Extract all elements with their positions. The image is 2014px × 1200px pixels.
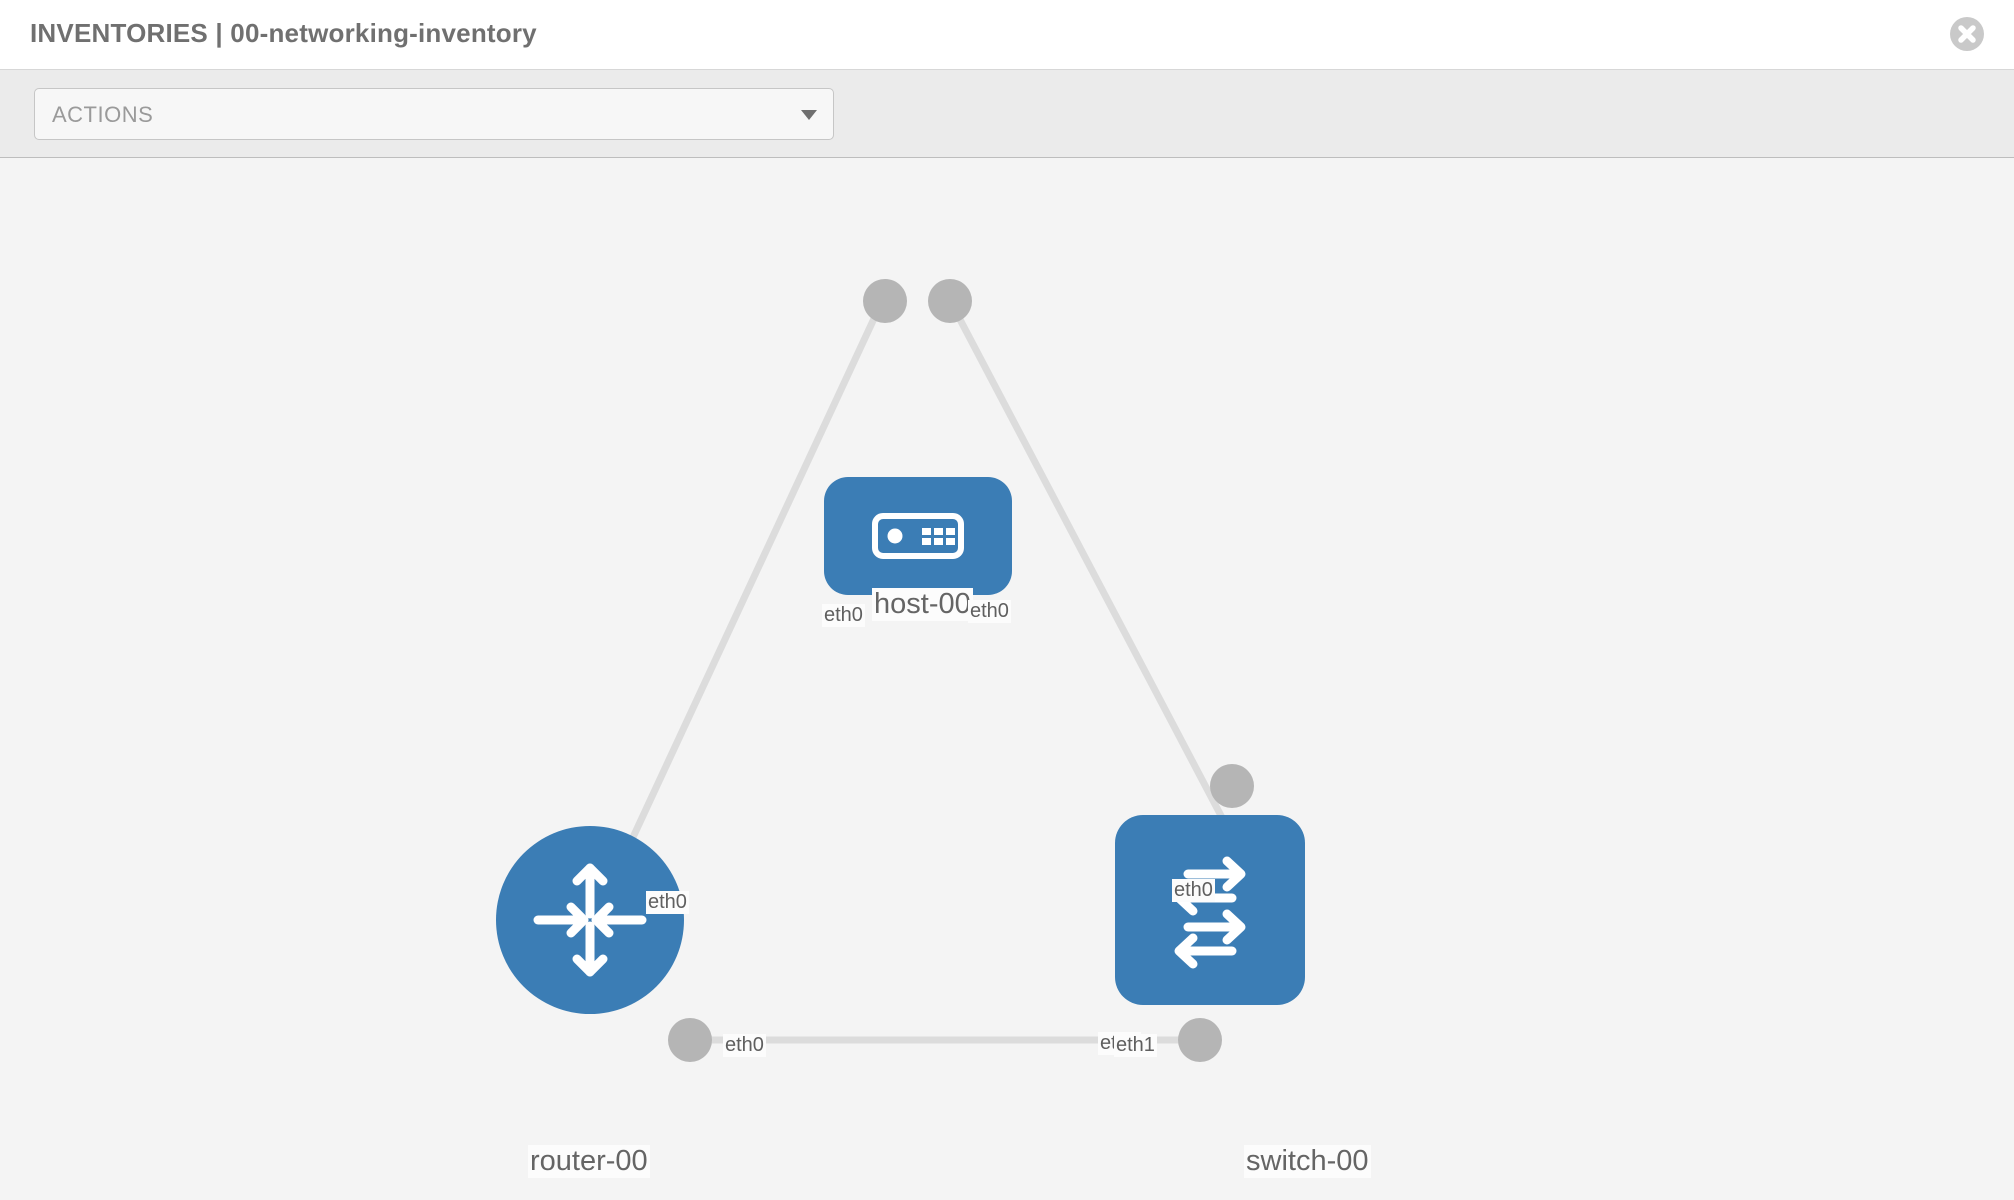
port-label-host-right: eth0 (968, 600, 1011, 623)
actions-dropdown[interactable]: ACTIONS (34, 88, 834, 140)
node-label-switch-00: switch-00 (1244, 1145, 1371, 1178)
page-header: INVENTORIES | 00-networking-inventory (0, 0, 2014, 70)
link-host00-switch00[interactable] (951, 308, 1242, 850)
port-circle-switch-top[interactable] (1210, 764, 1254, 808)
chevron-down-icon (801, 110, 817, 120)
topology-graph (496, 279, 1305, 1062)
link-host00-router00[interactable] (624, 308, 882, 850)
actions-dropdown-label: ACTIONS (52, 102, 154, 127)
topology-ports (668, 279, 1254, 1062)
port-label-switch-left: eth1 (1114, 1034, 1157, 1057)
port-label-router-up: eth0 (646, 891, 689, 914)
page-title: INVENTORIES | 00-networking-inventory (30, 18, 537, 48)
port-label-switch-up: eth0 (1172, 879, 1215, 902)
port-circle-host-left[interactable] (863, 279, 907, 323)
port-label-router-right: eth0 (723, 1034, 766, 1057)
port-circle-host-right[interactable] (928, 279, 972, 323)
topology-canvas[interactable]: host-00 router-00 switch-00 eth0 eth0 et… (0, 158, 2014, 1200)
port-circle-router-right[interactable] (668, 1018, 712, 1062)
port-circle-switch-left[interactable] (1178, 1018, 1222, 1062)
port-label-host-left: eth0 (822, 604, 865, 627)
node-label-host-00: host-00 (872, 588, 973, 621)
toolbar: ACTIONS (0, 70, 2014, 211)
close-icon[interactable] (1950, 17, 1984, 51)
node-label-router-00: router-00 (528, 1145, 650, 1178)
node-router-00[interactable] (496, 826, 684, 1014)
node-host-00[interactable] (824, 477, 1012, 595)
node-switch-00[interactable] (1115, 815, 1305, 1005)
